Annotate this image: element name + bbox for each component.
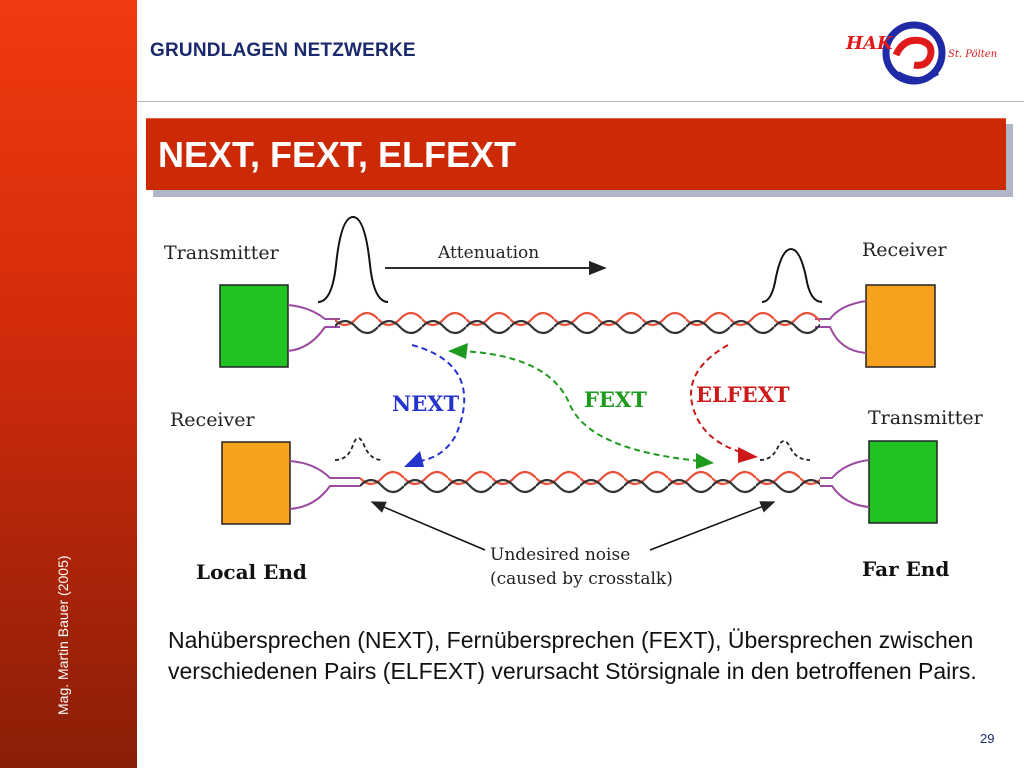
noise-arrow-right xyxy=(649,501,776,551)
sidebar: Mag. Martin Bauer (2005) xyxy=(0,0,137,768)
next-arrowhead xyxy=(404,451,424,467)
logo-brand-text: HAK xyxy=(845,33,894,54)
noise-bump-right xyxy=(759,440,811,461)
bottom-left-receiver-label: Receiver xyxy=(170,409,255,431)
elfext-arrowhead xyxy=(738,447,758,463)
next-arrow xyxy=(411,344,466,462)
fext-arrowhead-end xyxy=(696,453,714,469)
page-number: 29 xyxy=(980,731,995,746)
slide-caption: Nahübersprechen (NEXT), Fernübersprechen… xyxy=(168,627,977,684)
fext-arrow xyxy=(459,350,701,462)
attenuation-label: Attenuation xyxy=(437,243,539,263)
noise-bump-left xyxy=(334,437,383,461)
elfext-label: ELFEXT xyxy=(696,382,790,407)
bottom-right-transmitter-box xyxy=(868,440,938,524)
top-right-receiver-box xyxy=(865,284,936,368)
bottom-right-wires xyxy=(820,459,870,508)
transmitted-pulse xyxy=(317,215,389,303)
next-label: NEXT xyxy=(392,391,459,416)
title-banner: NEXT, FEXT, ELFEXT xyxy=(146,118,1006,190)
far-end-label: Far End xyxy=(862,557,949,581)
hak-logo: HAK St. Pölten xyxy=(845,21,997,85)
top-left-wires xyxy=(287,304,340,352)
header-divider xyxy=(137,101,1024,102)
top-right-wires xyxy=(815,300,867,354)
top-left-transmitter-label: Transmitter xyxy=(164,242,280,264)
noise-arrow-left xyxy=(370,501,486,551)
author-credit: Mag. Martin Bauer (2005) xyxy=(55,555,71,715)
fext-arrowhead-start xyxy=(448,343,468,359)
slide-title: NEXT, FEXT, ELFEXT xyxy=(158,134,517,175)
attenuated-pulse xyxy=(761,247,823,303)
top-twisted-pair xyxy=(335,305,820,341)
fext-label: FEXT xyxy=(584,387,647,412)
bottom-right-transmitter-label: Transmitter xyxy=(868,407,984,429)
header-title: GRUNDLAGEN NETZWERKE xyxy=(150,40,416,61)
logo-location-text: St. Pölten xyxy=(948,49,997,60)
top-right-receiver-label: Receiver xyxy=(862,239,947,261)
bottom-left-receiver-box xyxy=(221,441,291,525)
noise-label-line2: (caused by crosstalk) xyxy=(490,569,673,589)
local-end-label: Local End xyxy=(196,560,307,584)
crosstalk-diagram: Transmitter Receiver Attenuation Receive… xyxy=(164,215,984,589)
bottom-twisted-pair xyxy=(360,463,820,499)
noise-label-line1: Undesired noise xyxy=(490,545,630,565)
top-left-transmitter-box xyxy=(219,284,289,368)
bottom-left-wires xyxy=(289,460,360,510)
